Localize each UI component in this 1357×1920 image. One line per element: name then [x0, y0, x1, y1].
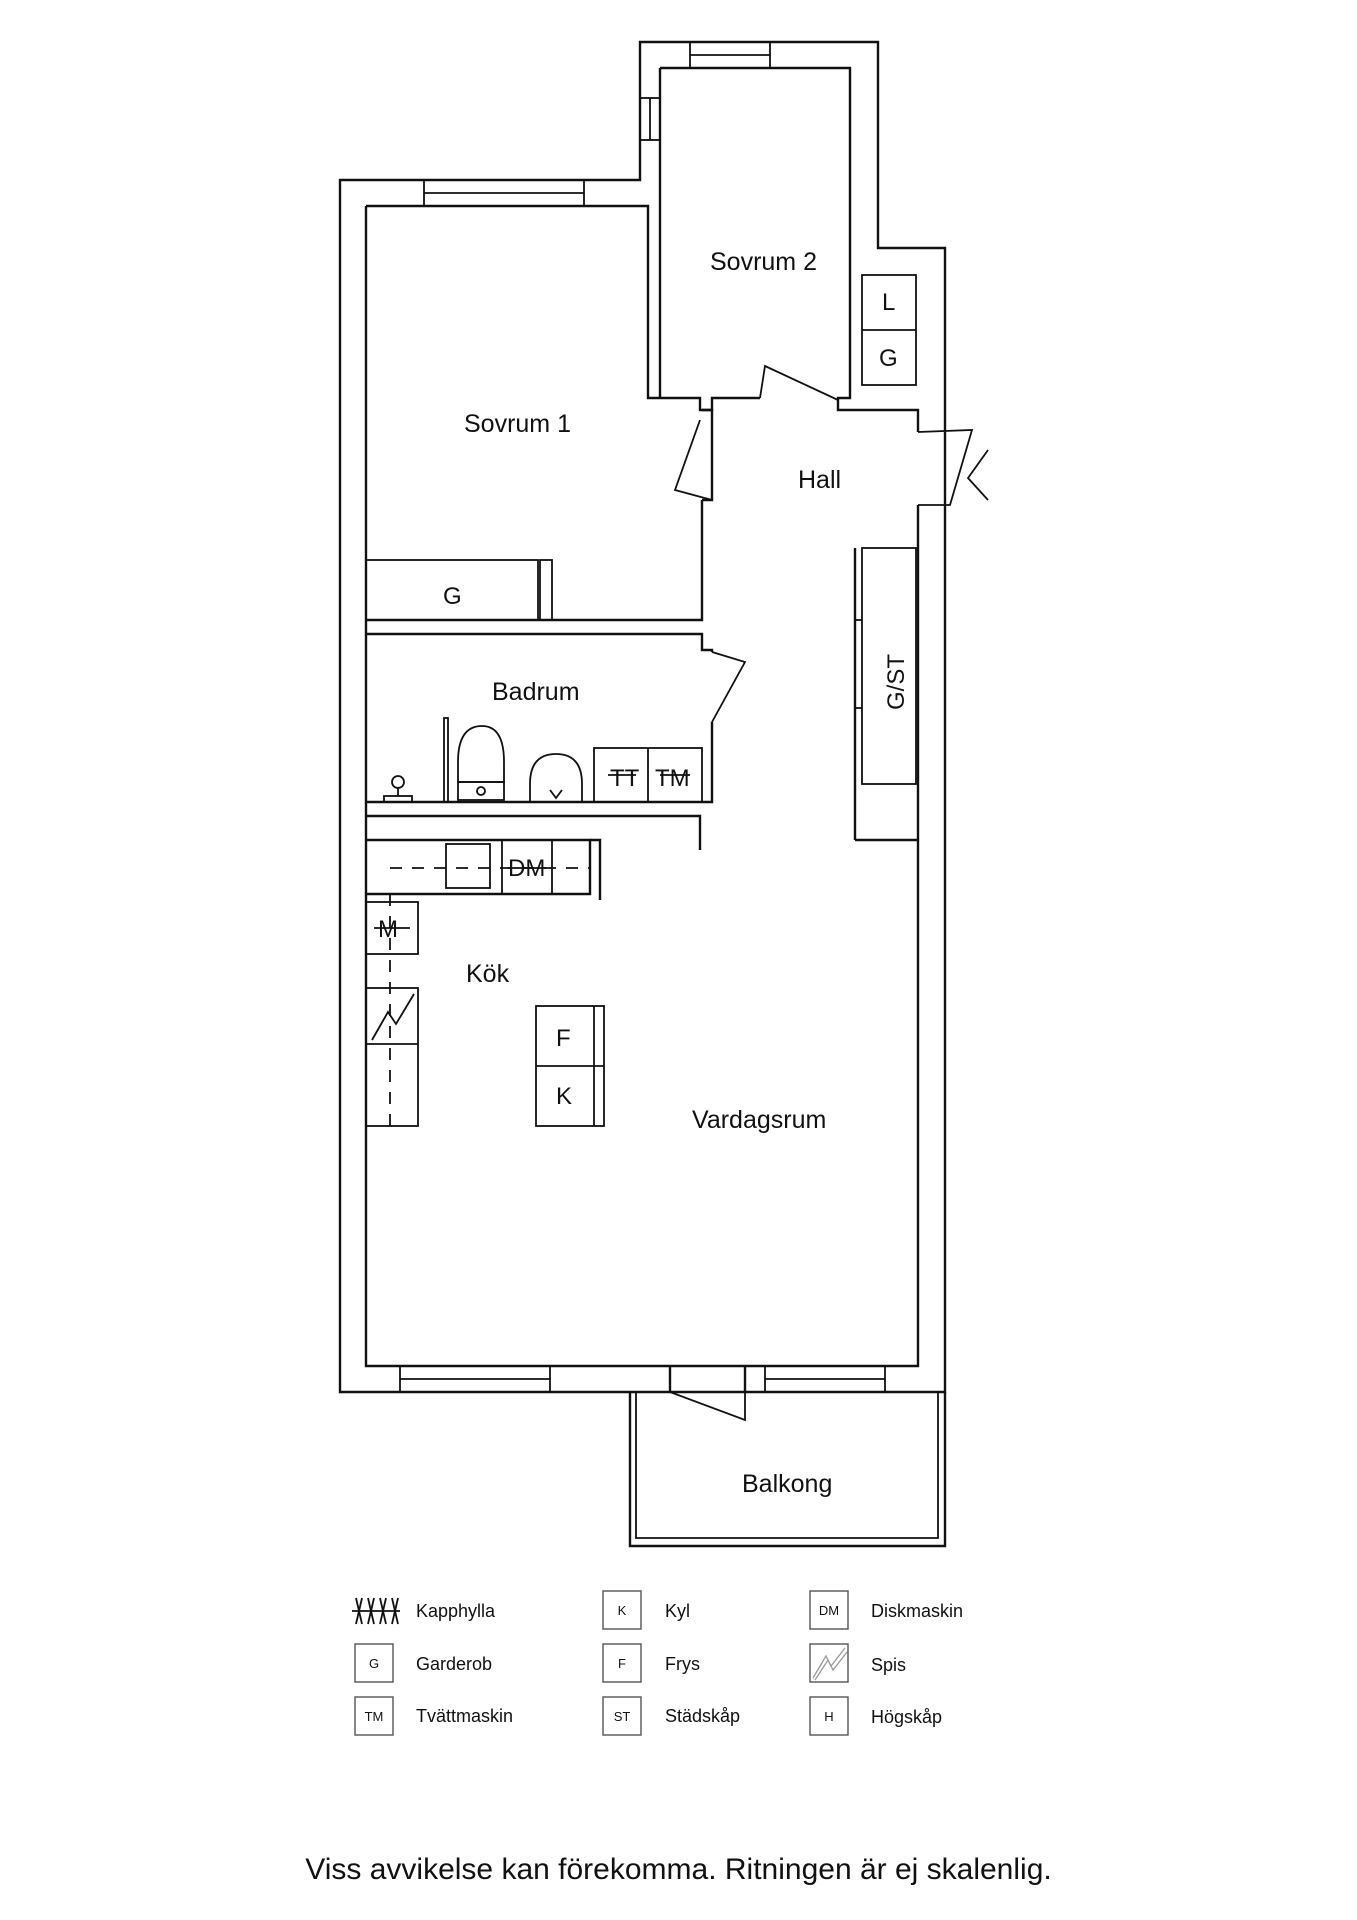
legend-label: Högskåp — [871, 1707, 942, 1727]
legend-code: G — [369, 1656, 379, 1671]
legend-label: Tvättmaskin — [416, 1706, 513, 1726]
balcony — [628, 1392, 947, 1548]
legend-label: Garderob — [416, 1654, 492, 1674]
symbol-gst: G/ST — [883, 654, 910, 710]
room-label-kok: Kök — [466, 960, 510, 988]
interior-walls — [366, 408, 918, 1392]
symbol-dm: DM — [508, 855, 545, 882]
legend-code: DM — [819, 1603, 839, 1618]
legend-box — [809, 1696, 849, 1736]
sovrum2-closets — [861, 274, 917, 386]
legend: Kapphylla G Garderob TM Tvättmaskin K Ky… — [352, 1590, 963, 1736]
legend-box — [602, 1643, 642, 1683]
symbol-tm: TM — [655, 765, 690, 792]
legend-item-diskmaskin: DM Diskmaskin — [809, 1590, 963, 1630]
symbol-l: L — [882, 289, 895, 316]
legend-label: Kapphylla — [416, 1601, 496, 1621]
room-label-hall: Hall — [798, 466, 841, 494]
legend-item-spis: Spis — [809, 1643, 906, 1683]
legend-code: ST — [614, 1709, 631, 1724]
room-label-sovrum1: Sovrum 1 — [464, 410, 571, 438]
room-label-balkong: Balkong — [742, 1470, 832, 1498]
windows — [399, 41, 886, 1393]
legend-label: Spis — [871, 1655, 906, 1675]
legend-item-garderob: G Garderob — [354, 1643, 492, 1683]
legend-box — [602, 1590, 642, 1630]
sovrum1-wardrobe — [365, 559, 553, 621]
badrum-fixtures — [383, 717, 703, 803]
room-label-badrum: Badrum — [492, 678, 580, 706]
legend-code: K — [618, 1603, 627, 1618]
legend-item-kapphylla: Kapphylla — [352, 1597, 496, 1625]
legend-label: Städskåp — [665, 1706, 740, 1726]
legend-item-stadskap: ST Städskåp — [602, 1696, 740, 1736]
symbol-k: K — [556, 1083, 572, 1110]
symbol-f: F — [556, 1025, 571, 1052]
hall-gst-cabinet — [855, 547, 917, 785]
symbol-tt: TT — [610, 765, 640, 792]
legend-box — [602, 1696, 642, 1736]
room-label-sovrum2: Sovrum 2 — [710, 248, 817, 276]
legend-label: Diskmaskin — [871, 1601, 963, 1621]
symbol-g-sovrum1: G — [443, 583, 462, 610]
legend-label: Frys — [665, 1654, 700, 1674]
legend-item-kyl: K Kyl — [602, 1590, 690, 1630]
legend-code: TM — [365, 1709, 384, 1724]
kitchen-counter — [365, 839, 591, 1127]
legend-label: Kyl — [665, 1601, 690, 1621]
room-label-vardagsrum: Vardagsrum — [692, 1106, 826, 1134]
kapphylla-icon — [352, 1597, 400, 1625]
legend-code: H — [824, 1709, 833, 1724]
doors — [669, 364, 989, 1422]
disclaimer-text: Viss avvikelse kan förekomma. Ritningen … — [305, 1853, 1052, 1886]
legend-code: F — [618, 1656, 626, 1671]
legend-item-tvattmaskin: TM Tvättmaskin — [354, 1696, 513, 1736]
legend-item-hogskap: H Högskåp — [809, 1696, 942, 1736]
legend-item-frys: F Frys — [602, 1643, 700, 1683]
symbol-m: M — [378, 916, 398, 943]
legend-box — [809, 1590, 849, 1630]
legend-box — [354, 1643, 394, 1683]
kitchen-island — [535, 1005, 605, 1127]
spis-icon — [809, 1643, 849, 1683]
symbol-g-sovrum2: G — [879, 345, 898, 372]
legend-box — [354, 1696, 394, 1736]
